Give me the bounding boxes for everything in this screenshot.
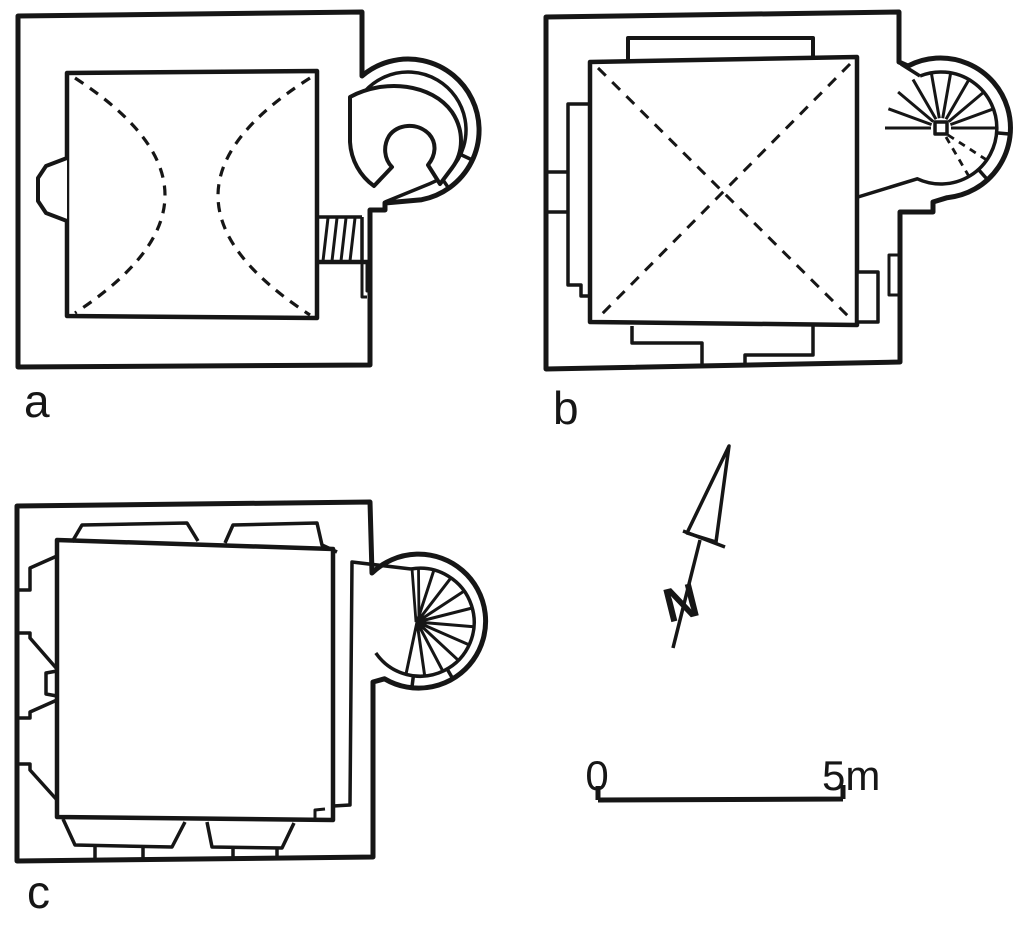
plan-b-spiral-treads	[885, 72, 997, 130]
plan-a-outer-wall	[15, 9, 482, 370]
scale-bar-line	[595, 785, 846, 803]
plan-b-vault-diagonals	[596, 62, 853, 321]
plan-c-left-embrasure-1	[17, 554, 59, 671]
plan-c-bottom-wall-slits	[93, 846, 279, 861]
plan-a-bay-window	[36, 156, 68, 223]
plan-a-label: a	[24, 375, 50, 427]
plan-c-landing-and-channel	[332, 560, 412, 808]
plan-c-left-wall-notch	[44, 669, 58, 698]
plan-c-top-embrasures	[70, 521, 338, 554]
plan-c-bottom-embrasures	[61, 818, 296, 850]
plan-c-label: c	[27, 866, 50, 918]
plan-a-room	[64, 68, 320, 321]
plan-b-label: b	[553, 382, 579, 434]
plan-b-right-wall-slit	[887, 253, 901, 297]
plan-b-ring-joints	[977, 131, 1011, 182]
plan-a-stair-treads	[321, 217, 357, 262]
plan-b-room	[587, 54, 860, 328]
plan-b-left-wall-slit	[546, 170, 568, 214]
north-arrow-head	[685, 444, 731, 544]
plan-c-outer-wall	[14, 499, 489, 864]
plan-b-turret-inner-ring	[857, 62, 999, 199]
plan-b-bottom-recess-and-door	[630, 326, 815, 366]
scale-bar	[595, 785, 846, 803]
plan-b-outer-wall	[543, 9, 1013, 372]
plan-c-drawing	[14, 499, 489, 864]
plan-a-vault-arc-right	[216, 76, 311, 317]
plan-c-corner-step	[313, 807, 326, 821]
north-arrow-letter: N	[658, 574, 704, 634]
plan-b-drawing	[543, 9, 1013, 372]
plan-a-wall-corridor	[360, 262, 370, 299]
north-arrow-crossbar	[682, 529, 726, 549]
plan-b-newel-post	[933, 120, 949, 136]
plan-a-vault-arc-left	[74, 76, 167, 315]
scale-zero-label: 0	[585, 752, 608, 799]
plan-a-stair-hook-wall	[348, 84, 463, 188]
plan-a-stair-flight	[317, 215, 370, 299]
plan-c-room	[54, 537, 336, 823]
north-arrow	[671, 444, 731, 649]
plan-c-first-riser	[410, 568, 421, 623]
north-arrow-shaft	[671, 539, 702, 649]
plan-b-top-recess	[626, 36, 815, 60]
plan-c-turret-inner-ring	[374, 566, 476, 678]
plan-c-left-embrasure-2	[17, 698, 59, 802]
plan-b-right-recess	[855, 270, 880, 324]
plan-c-ring-joints	[410, 667, 456, 689]
plan-a-drawing	[15, 9, 482, 370]
plan-c-spiral-treads	[404, 569, 474, 677]
plan-b-left-recess	[566, 102, 590, 298]
scale-end-label: 5m	[822, 752, 880, 799]
